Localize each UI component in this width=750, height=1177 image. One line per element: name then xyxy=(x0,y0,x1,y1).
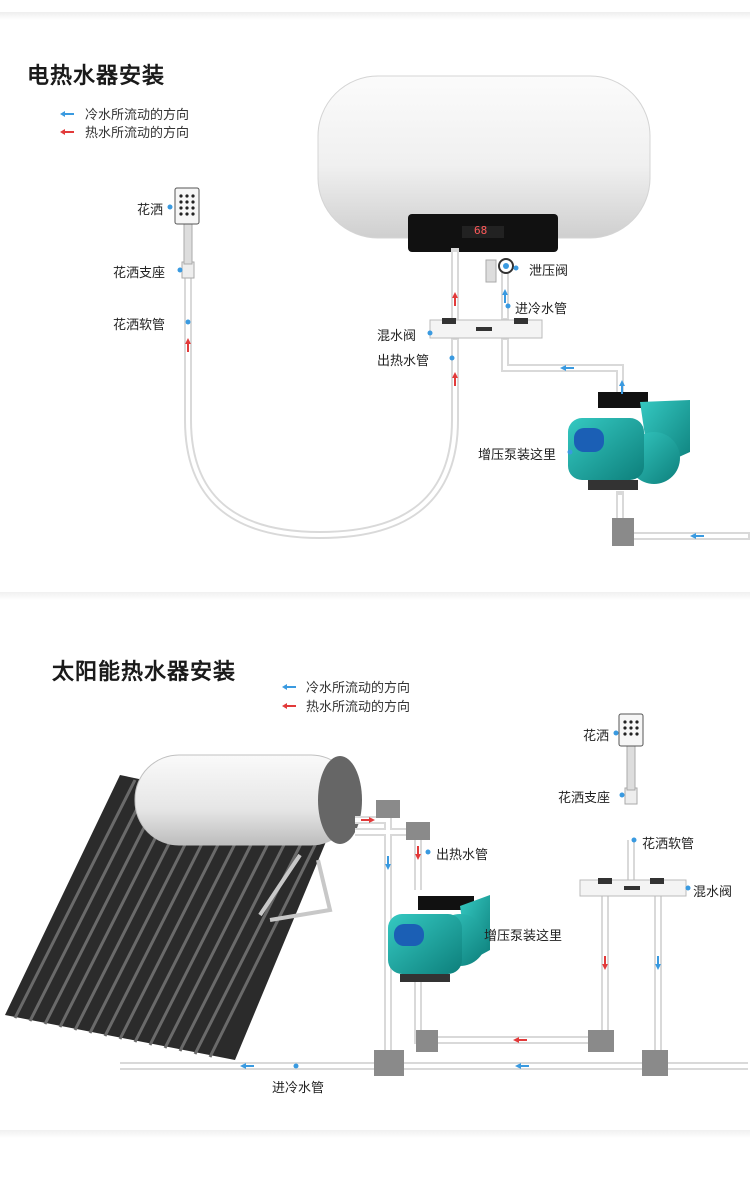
label-shower-holder: 花洒支座 xyxy=(113,266,166,281)
bottom-divider xyxy=(0,1130,750,1138)
cold-legend-arrow-icon xyxy=(60,110,74,118)
electric-diagram xyxy=(167,75,750,546)
label-shower-holder: 花洒支座 xyxy=(558,791,611,806)
electric-title: 电热水器安装 xyxy=(27,64,166,89)
electric-section: 电热水器安装 冷水所流动的方向 热水所流动的方向 xyxy=(27,64,750,546)
label-hot-outlet: 出热水管 xyxy=(436,848,489,863)
hot-legend-arrow-icon xyxy=(282,702,296,710)
top-divider xyxy=(0,12,750,20)
heater-display: 68 xyxy=(474,224,488,237)
label-mixing-valve: 混水阀 xyxy=(693,885,733,900)
solar-section: 太阳能热水器安装 冷水所流动的方向 热水所流动的方向 xyxy=(0,590,750,1177)
solar-collector-icon xyxy=(5,754,362,1060)
legend-hot-label: 热水所流动的方向 xyxy=(306,700,411,715)
solar-diagram xyxy=(5,713,748,1076)
middle-divider xyxy=(0,592,750,600)
label-pump-here: 增压泵装这里 xyxy=(484,929,563,944)
label-cold-inlet: 进冷水管 xyxy=(515,302,568,317)
label-shower-hose: 花洒软管 xyxy=(642,837,695,852)
pump-icon xyxy=(388,895,490,982)
label-relief-valve: 泄压阀 xyxy=(529,264,569,279)
label-hot-outlet: 出热水管 xyxy=(377,354,430,369)
cold-legend-arrow-icon xyxy=(282,683,296,691)
label-shower: 花洒 xyxy=(583,729,610,744)
shower-head-icon xyxy=(618,713,644,747)
valve-icon xyxy=(485,258,514,283)
label-pump-here: 增压泵装这里 xyxy=(478,448,557,463)
shower-head-icon xyxy=(174,187,200,225)
label-mixing-valve: 混水阀 xyxy=(377,329,417,344)
label-cold-inlet: 进冷水管 xyxy=(272,1081,325,1096)
label-shower-hose: 花洒软管 xyxy=(113,318,166,333)
legend-hot-label: 热水所流动的方向 xyxy=(85,126,190,141)
pump-icon xyxy=(568,392,690,490)
solar-title: 太阳能热水器安装 xyxy=(52,660,237,685)
label-shower: 花洒 xyxy=(137,203,164,218)
water-heater-icon xyxy=(317,75,651,252)
hot-legend-arrow-icon xyxy=(60,128,74,136)
legend-cold-label: 冷水所流动的方向 xyxy=(306,681,411,696)
legend-cold-label: 冷水所流动的方向 xyxy=(85,108,190,123)
